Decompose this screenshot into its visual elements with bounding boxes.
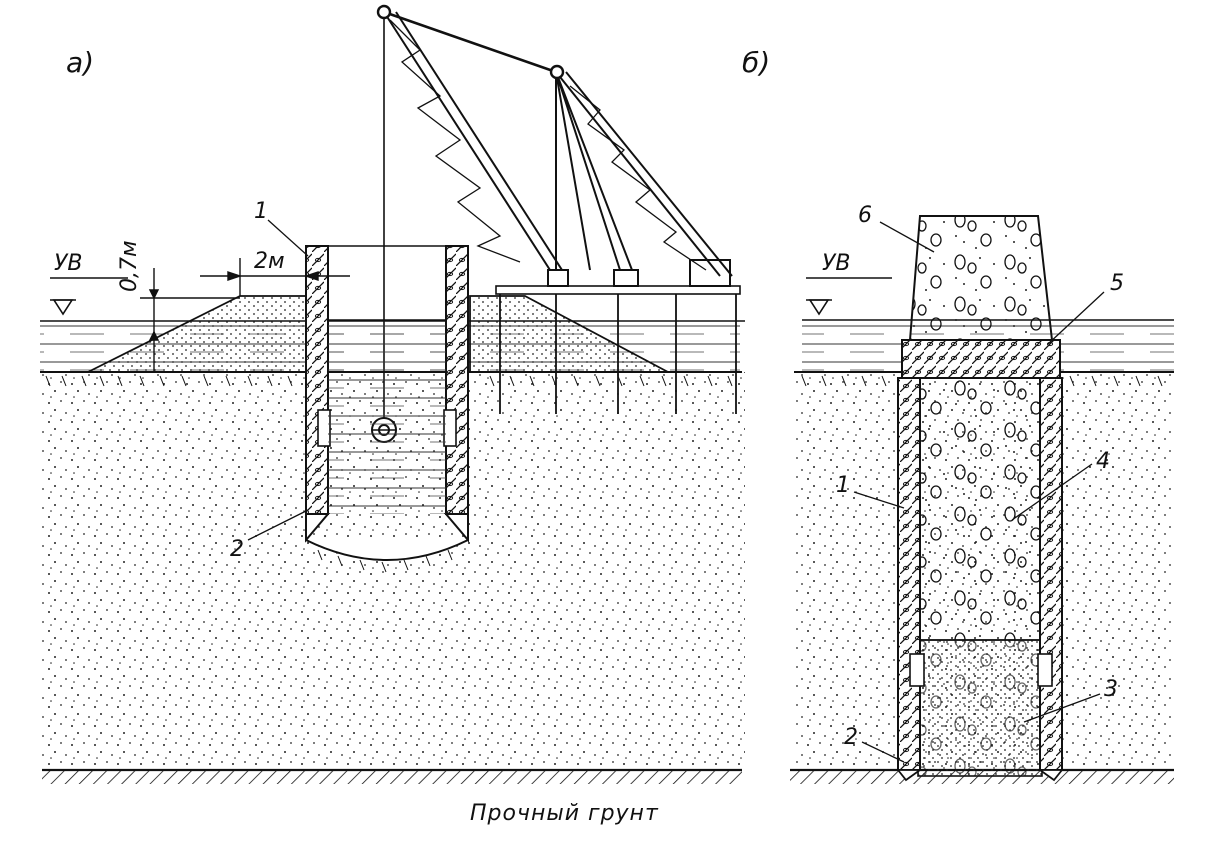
riverbed-ticks-b xyxy=(801,375,1163,387)
callout-a-1-leader xyxy=(267,219,309,257)
caisson-joints-b xyxy=(909,653,1053,687)
caisson-wall-left xyxy=(305,245,329,515)
callout-b-4: 4 xyxy=(1096,449,1110,474)
firm-soil-hatch-b xyxy=(790,770,1174,784)
panel-b: б) УВ xyxy=(742,46,1174,784)
caisson-wall-left-b xyxy=(897,377,921,771)
panel-a-label: а) xyxy=(66,46,94,79)
width-dimension xyxy=(200,258,350,296)
callout-b-1-leader xyxy=(853,491,905,509)
water-level-marker-b xyxy=(806,277,892,316)
caption-firm-soil: Прочный грунт xyxy=(470,801,659,826)
cutting-edge-b xyxy=(896,769,1064,782)
excavation-bowl xyxy=(305,539,469,561)
caisson-wall-right xyxy=(445,245,469,515)
water-level-marker-a xyxy=(50,277,128,316)
callout-b-3: 3 xyxy=(1104,677,1118,702)
cap-slab xyxy=(901,339,1061,379)
callout-b-3-leader xyxy=(1023,693,1101,723)
height-dimension xyxy=(140,268,240,372)
crane xyxy=(376,4,733,418)
panel-a: а) xyxy=(40,4,745,784)
height-dimension-label: 0,7м xyxy=(117,240,142,292)
callout-b-5: 5 xyxy=(1110,271,1124,296)
callout-a-2: 2 xyxy=(230,537,244,562)
bowl-ticks xyxy=(317,549,453,573)
callout-a-2-leader xyxy=(247,509,309,541)
inner-water xyxy=(328,320,446,514)
panel-b-label: б) xyxy=(742,46,770,79)
water-level-label-a: УВ xyxy=(54,251,83,276)
callout-a-1: 1 xyxy=(254,199,268,224)
callout-b-5-leader xyxy=(1047,291,1105,345)
water-level-label-b: УВ xyxy=(822,251,851,276)
platform-piles xyxy=(499,294,737,414)
callout-b-6: 6 xyxy=(858,203,872,228)
cutting-edge-a xyxy=(305,513,469,543)
callout-b-1: 1 xyxy=(836,473,850,498)
callout-b-2: 2 xyxy=(844,725,858,750)
riverbed-ticks-a xyxy=(45,375,733,387)
firm-soil-hatch xyxy=(42,770,742,784)
caisson-wall-right-b xyxy=(1039,377,1063,771)
callout-b-6-leader xyxy=(879,221,935,253)
concrete-hopper xyxy=(908,215,1054,341)
callout-b-4-leader xyxy=(1011,463,1093,521)
callout-b-2-leader xyxy=(861,741,905,763)
caisson-core xyxy=(919,377,1041,641)
crane-platform xyxy=(495,285,741,295)
width-dimension-label: 2м xyxy=(254,249,285,274)
